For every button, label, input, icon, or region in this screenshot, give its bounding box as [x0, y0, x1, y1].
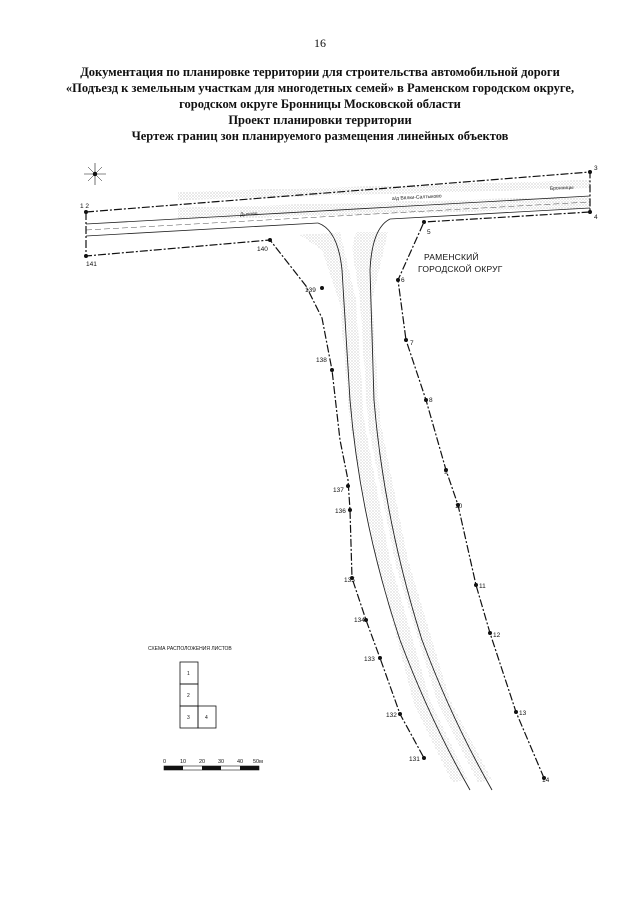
- label-point-5: 5: [427, 229, 431, 236]
- title-line-5: Чертеж границ зон планируемого размещени…: [131, 129, 509, 143]
- scale-label-0: 0: [163, 759, 166, 765]
- scale-label-30: 30: [218, 759, 224, 765]
- title-line-1: Документация по планировке территории дл…: [80, 65, 560, 79]
- scheme-sheet-4: 4: [205, 715, 208, 721]
- scale-label-50: 50м: [253, 759, 263, 765]
- label-point-139: 139: [305, 287, 316, 294]
- road-label-left: Дыхово: [240, 211, 258, 218]
- okrug-label-line2: ГОРОДСКОЙ ОКРУГ: [418, 263, 503, 274]
- north-arrow-icon: [84, 163, 106, 185]
- road-label-main: а/д Вялки-Салтыково: [392, 193, 442, 202]
- okrug-label-line1: РАМЕНСКИЙ: [424, 251, 479, 262]
- label-point-4: 4: [594, 214, 598, 221]
- label-point-14: 14: [542, 777, 550, 784]
- branch-road: [317, 218, 493, 791]
- title-line-2: «Подъезд к земельным участкам для многод…: [65, 81, 575, 95]
- sheets-scheme: СХЕМА РАСПОЛОЖЕНИЯ ЛИСТОВ 1 2 3 4: [148, 646, 232, 729]
- scale-label-40: 40: [237, 759, 243, 765]
- scale-bar: 0 10 20 30 40 50м: [163, 759, 263, 771]
- label-point-9: 9: [444, 469, 448, 476]
- label-point-12: 12: [493, 632, 501, 639]
- point-labels: 1 2 3 4 5 6 7 8 9 10 11 12 13 14 141 140…: [80, 165, 598, 784]
- scheme-sheet-1: 1: [187, 671, 190, 677]
- scheme-sheet-3: 3: [187, 715, 190, 721]
- label-point-135: 135: [344, 577, 355, 584]
- label-point-8: 8: [429, 397, 433, 404]
- scale-label-10: 10: [180, 759, 186, 765]
- label-point-140: 140: [257, 246, 268, 253]
- page-number: 16: [314, 36, 326, 50]
- label-point-13: 13: [519, 710, 527, 717]
- planning-drawing: 1 2 3 4 5 6 7 8 9 10 11 12 13 14 141 140…: [80, 163, 598, 791]
- label-point-7: 7: [410, 340, 414, 347]
- title-line-3: городском округе Бронницы Московской обл…: [179, 97, 461, 111]
- scheme-title: СХЕМА РАСПОЛОЖЕНИЯ ЛИСТОВ: [148, 646, 232, 652]
- title-line-4: Проект планировки территории: [228, 113, 412, 127]
- label-point-138: 138: [316, 357, 327, 364]
- road-label-right: Бронницы: [550, 185, 574, 192]
- label-point-133: 133: [364, 656, 375, 663]
- label-point-134: 134: [354, 617, 365, 624]
- label-point-137: 137: [333, 487, 344, 494]
- label-point-3: 3: [594, 165, 598, 172]
- scheme-sheet-2: 2: [187, 693, 190, 699]
- label-point-11: 11: [479, 583, 486, 590]
- label-point-10: 10: [455, 503, 463, 510]
- label-point-131: 131: [409, 756, 420, 763]
- label-point-141: 141: [86, 261, 97, 268]
- label-point-136: 136: [335, 508, 346, 515]
- scale-label-20: 20: [199, 759, 205, 765]
- label-point-132: 132: [386, 712, 397, 719]
- label-point-6: 6: [401, 277, 405, 284]
- boundary-points: [84, 170, 592, 780]
- label-point-1-2: 1 2: [80, 203, 89, 210]
- main-road: [85, 195, 591, 237]
